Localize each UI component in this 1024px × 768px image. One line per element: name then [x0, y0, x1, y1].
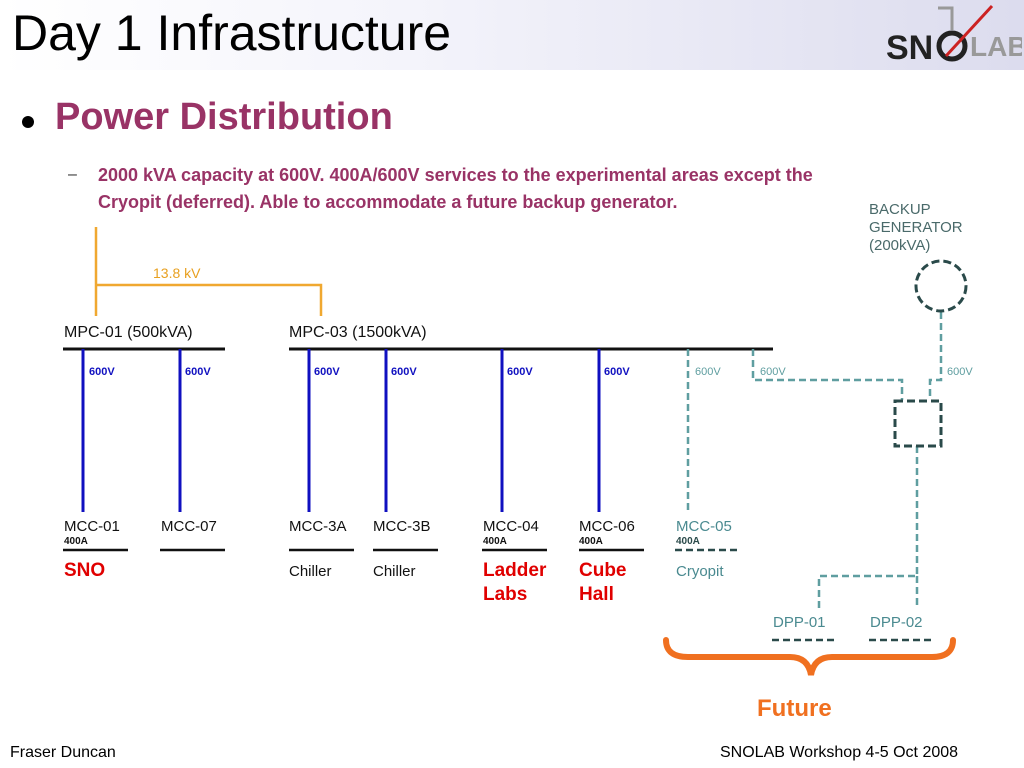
voltage-label: 600V [391, 366, 417, 378]
section-heading: Power Distribution [55, 96, 393, 138]
sub-bullet-dash: – [68, 166, 77, 183]
description-line-2: Cryopit (deferred). Able to accommodate … [98, 192, 678, 212]
voltage-label: 600V [947, 366, 973, 378]
backup-label-line-2: GENERATOR [869, 219, 963, 236]
backup-generator-icon [914, 259, 968, 313]
description-line-1: 2000 kVA capacity at 600V. 400A/600V ser… [98, 165, 813, 185]
voltage-label: 600V [89, 366, 115, 378]
slide-title: Day 1 Infrastructure [12, 5, 452, 61]
area-label-labs: Labs [483, 584, 527, 605]
area-label-sno: SNO [64, 560, 105, 581]
mcc-name: MCC-06 [579, 518, 635, 535]
mcc-name: MCC-01 [64, 518, 120, 535]
mcc-name: MCC-07 [161, 518, 217, 535]
mcc-rating: 400A [64, 536, 88, 547]
voltage-label: 600V [695, 366, 721, 378]
mcc-labels: MCC-01 MCC-07 MCC-3A MCC-3B MCC-04 MCC-0… [64, 518, 732, 535]
mcc-ratings: 400A 400A 400A 400A [64, 536, 700, 547]
snolab-logo: SN LAB [886, 4, 1022, 67]
future-brace [663, 637, 956, 676]
area-label-cube: Cube [579, 560, 627, 581]
logo-text-right: LAB [970, 31, 1022, 62]
voltage-label: 600V [185, 366, 211, 378]
voltage-label: 600V [604, 366, 630, 378]
area-label-cryopit: Cryopit [676, 563, 724, 580]
bullet-dot [22, 116, 34, 128]
area-label-hall: Hall [579, 584, 614, 605]
mpc03-label: MPC-03 (1500kVA) [289, 324, 427, 341]
feeder-13kv [94, 227, 323, 316]
voltage-label: 600V [314, 366, 340, 378]
logo-o-circle [936, 30, 968, 62]
feeder-voltage-label: 13.8 kV [153, 265, 201, 281]
future-voltage-labels: 600V 600V 600V [695, 366, 973, 378]
dpp02-label: DPP-02 [870, 614, 923, 631]
mpc01-label: MPC-01 (500kVA) [64, 324, 193, 341]
backup-label-line-1: BACKUP [869, 201, 931, 218]
mcc-name: MCC-05 [676, 518, 732, 535]
mcc-rating: 400A [676, 536, 700, 547]
logo-text-left: SN [886, 29, 933, 67]
description-text: 2000 kVA capacity at 600V. 400A/600V ser… [98, 162, 958, 216]
mcc-name: MCC-3A [289, 518, 347, 535]
area-label-chiller-b: Chiller [373, 563, 416, 580]
future-label: Future [757, 695, 832, 722]
voltage-label: 600V [760, 366, 786, 378]
existing-feeders [81, 349, 601, 512]
footer-author: Fraser Duncan [10, 744, 116, 761]
footer-event: SNOLAB Workshop 4-5 Oct 2008 [720, 744, 959, 761]
voltage-label: 600V [507, 366, 533, 378]
mcc-name: MCC-04 [483, 518, 539, 535]
area-label-chiller-a: Chiller [289, 563, 332, 580]
mcc-name: MCC-3B [373, 518, 431, 535]
title-band [0, 0, 1024, 70]
transfer-switch-box [893, 399, 943, 448]
mcc-rating: 400A [579, 536, 603, 547]
existing-voltage-labels: 600V 600V 600V 600V 600V 600V [89, 366, 630, 378]
dpp01-label: DPP-01 [773, 614, 826, 631]
mcc-rating: 400A [483, 536, 507, 547]
backup-label-line-3: (200kVA) [869, 237, 930, 254]
logo-spark-icon [944, 4, 994, 58]
future-feeders [686, 312, 943, 608]
area-label-ladder: Ladder [483, 560, 547, 581]
logo-flask-icon [938, 6, 954, 30]
